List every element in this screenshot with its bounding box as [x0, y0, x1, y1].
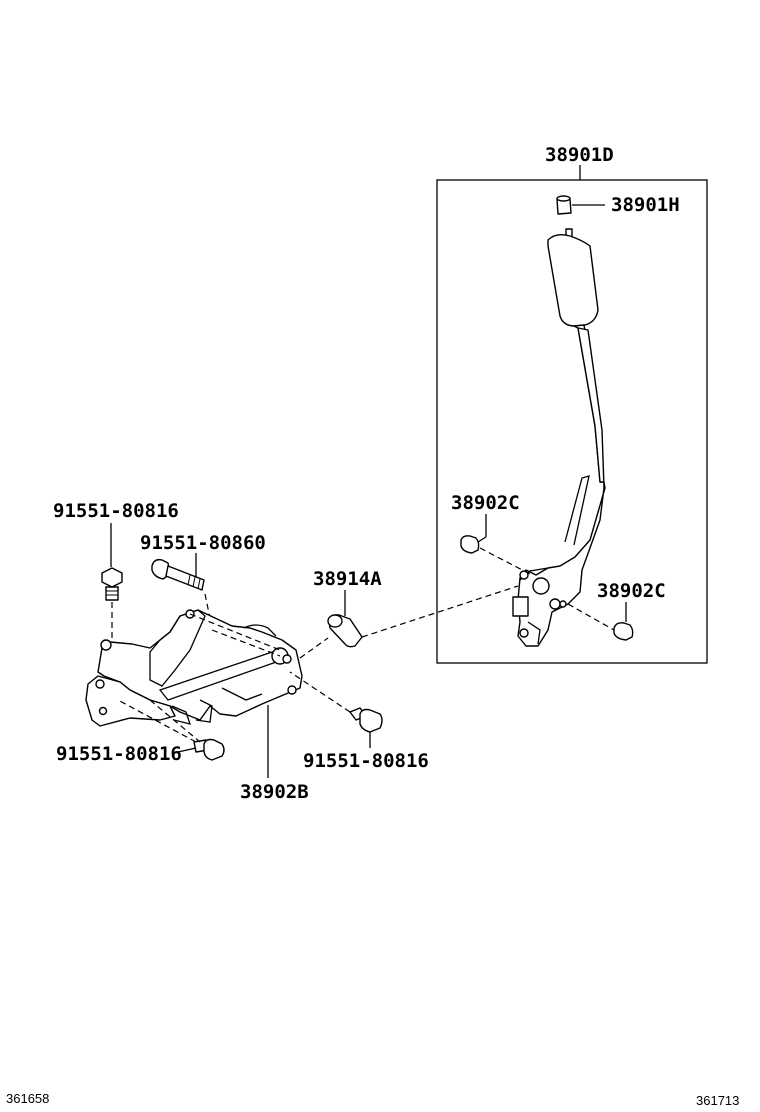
- label-38902B: 38902B: [240, 781, 309, 803]
- label-bolt-top-left: 91551-80816: [53, 500, 179, 522]
- footer-right-code: 361713: [696, 1093, 740, 1108]
- lever-assembly-box: [436, 179, 708, 664]
- bushing-left-part: [460, 514, 531, 575]
- label-38902C-left: 38902C: [451, 492, 520, 514]
- label-38901H: 38901H: [611, 194, 680, 216]
- bolt-long-part: [151, 553, 213, 629]
- bolt-bottom-left-part: [117, 699, 225, 761]
- label-bolt-bottom-left: 91551-80816: [56, 743, 182, 765]
- label-38902C-right: 38902C: [597, 580, 666, 602]
- label-38901D: 38901D: [545, 144, 614, 166]
- parking-brake-lever: [512, 228, 606, 647]
- collar-part: [299, 585, 519, 659]
- bolt-bottom-right-part: [289, 671, 383, 748]
- label-bolt-long: 91551-80860: [140, 532, 266, 554]
- label-bolt-bottom-right: 91551-80816: [303, 750, 429, 772]
- label-38914A: 38914A: [313, 568, 382, 590]
- bolt-top-left-part: [101, 523, 123, 640]
- footer-left-code: 361658: [6, 1091, 50, 1106]
- lever-button-part: [556, 195, 605, 215]
- bracket-part: [85, 609, 303, 778]
- bushing-right-part: [567, 602, 634, 641]
